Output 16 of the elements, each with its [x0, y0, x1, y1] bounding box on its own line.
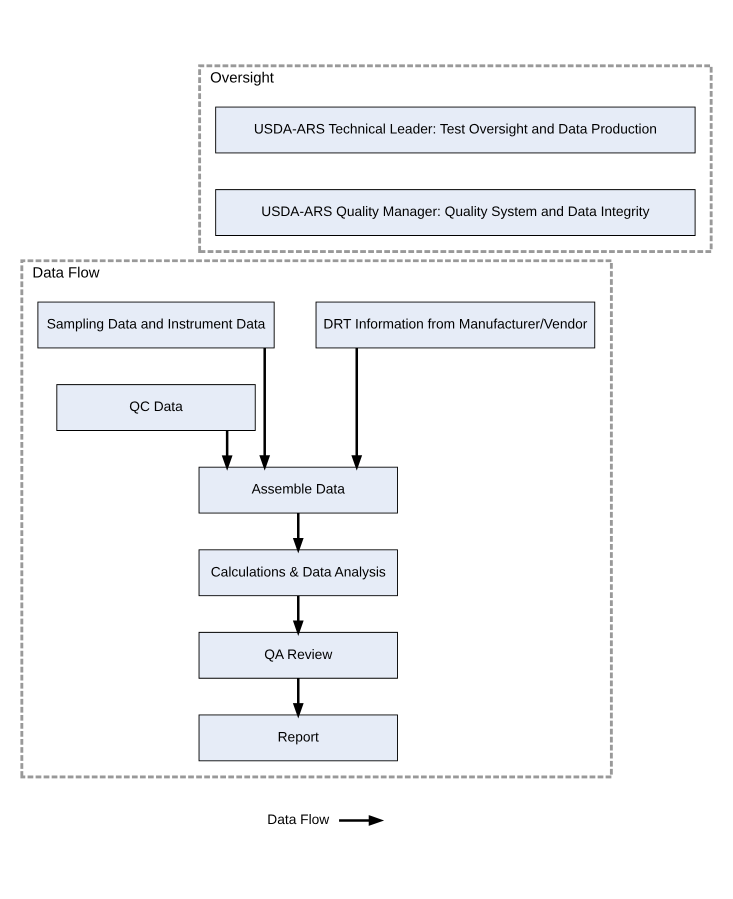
node-box: Sampling Data and Instrument Data — [37, 301, 275, 348]
arrow — [222, 430, 233, 470]
node-box: QC Data — [56, 384, 256, 430]
arrow — [351, 347, 362, 470]
arrow — [259, 347, 270, 470]
node-box: USDA-ARS Quality Manager: Quality System and Data Integrity — [215, 188, 696, 236]
node-box: Assemble Data — [198, 466, 398, 514]
node-box: QA Review — [198, 631, 398, 678]
arrow — [292, 595, 304, 636]
arrow — [292, 678, 304, 718]
node-box: DRT Information from Manufacturer/Vendor — [316, 301, 596, 348]
node-box: Calculations & Data Analysis — [198, 548, 398, 596]
node-box: USDA-ARS Technical Leader: Test Oversight and Data Production — [215, 106, 696, 153]
arrow — [292, 512, 304, 553]
legend-label: Data Flow — [267, 812, 330, 827]
node-box: Report — [198, 714, 398, 761]
